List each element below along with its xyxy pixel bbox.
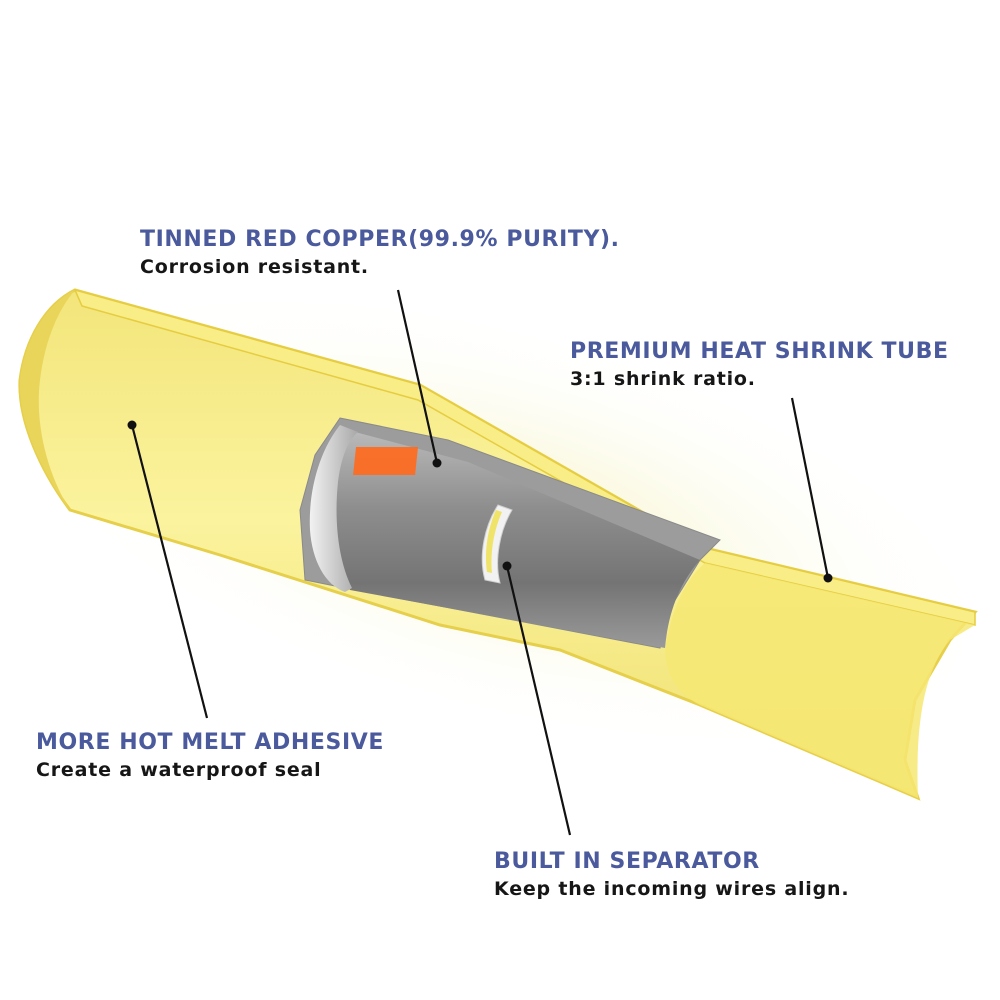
callout-copper-title: TINNED RED COPPER(99.9% PURITY). (140, 227, 620, 252)
copper-barrel (333, 432, 700, 648)
copper-highlight (353, 447, 419, 475)
callout-copper: TINNED RED COPPER(99.9% PURITY). Corrosi… (140, 226, 620, 281)
separator-ring-yellow (486, 510, 502, 573)
callout-tube-title: PREMIUM HEAT SHRINK TUBE (570, 339, 949, 364)
leader-dot-adhesive (127, 420, 137, 430)
leader-line-adhesive (130, 424, 209, 719)
leader-line-tube (790, 397, 830, 579)
callout-separator-title: BUILT IN SEPARATOR (494, 849, 760, 874)
tube-right-inner (665, 563, 975, 798)
callout-tube: PREMIUM HEAT SHRINK TUBE 3:1 shrink rati… (570, 338, 949, 393)
tube-left-opening (19, 290, 75, 510)
leader-line-separator (505, 565, 572, 836)
leader-dot-tube (823, 573, 833, 583)
callout-separator: BUILT IN SEPARATOR Keep the incoming wir… (494, 848, 849, 903)
callout-adhesive: MORE HOT MELT ADHESIVE Create a waterpro… (36, 729, 384, 784)
callout-adhesive-desc: Create a waterproof seal (36, 759, 322, 781)
leader-line-copper (396, 289, 439, 464)
callout-tube-desc: 3:1 shrink ratio. (570, 368, 756, 390)
leader-dot-copper (432, 458, 442, 468)
callout-separator-desc: Keep the incoming wires align. (494, 878, 850, 900)
callout-copper-desc: Corrosion resistant. (140, 256, 369, 278)
leader-dot-separator (502, 561, 512, 571)
barrel-rim (309, 425, 358, 592)
callout-adhesive-title: MORE HOT MELT ADHESIVE (36, 730, 384, 755)
